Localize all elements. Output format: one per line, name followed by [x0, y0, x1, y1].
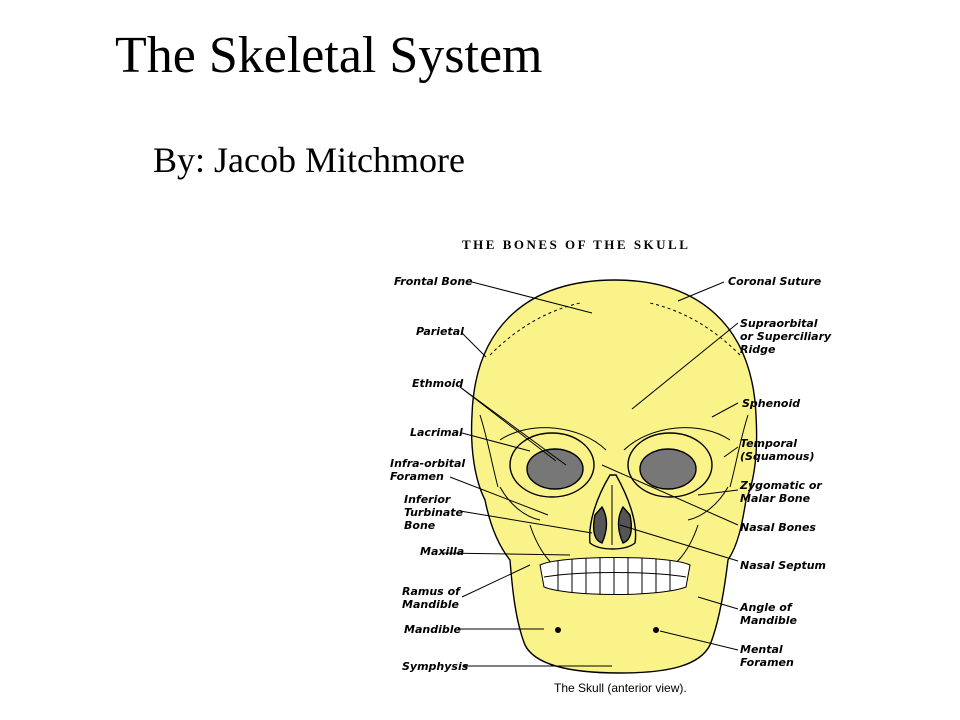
label-nasal-septum: Nasal Septum: [740, 559, 827, 572]
label-ethmoid: Ethmoid: [412, 377, 464, 390]
diagram-caption: The Skull (anterior view).: [554, 681, 687, 695]
label-frontal-bone: Frontal Bone: [394, 275, 473, 288]
slide-subtitle: By: Jacob Mitchmore: [153, 140, 465, 180]
leader-lines: [441, 281, 612, 667]
label-supraorbital-ridge: Supraorbital or Superciliary Ridge: [740, 317, 832, 356]
label-temporal: Temporal (Squamous): [740, 437, 815, 463]
label-inferior-turbinate-bone: Inferior Turbinate Bone: [404, 493, 463, 532]
label-mandible: Mandible: [404, 623, 461, 636]
label-symphysis: Symphysis: [402, 660, 469, 673]
label-sphenoid: Sphenoid: [742, 397, 801, 410]
label-lacrimal: Lacrimal: [410, 426, 463, 439]
teeth: [539, 557, 691, 595]
label-zygomatic-bone: Zygomatic or Malar Bone: [740, 479, 822, 505]
label-parietal: Parietal: [416, 325, 464, 338]
skull-illustration: [441, 279, 758, 674]
diagram-heading: THE BONES OF THE SKULL: [462, 237, 691, 252]
label-nasal-bones: Nasal Bones: [740, 521, 816, 534]
label-angle-of-mandible: Angle of Mandible: [740, 601, 797, 627]
label-maxilla: Maxilla: [420, 545, 465, 558]
slide-title: The Skeletal System: [115, 27, 543, 84]
label-infra-orbital-foramen: Infra-orbital Foramen: [390, 457, 466, 483]
skull-diagram: THE BONES OF THE SKULL Frontal Bone Pari…: [380, 225, 850, 705]
label-mental-foramen: Mental Foramen: [740, 643, 794, 669]
label-coronal-suture: Coronal Suture: [728, 275, 822, 288]
label-ramus-of-mandible: Ramus of Mandible: [402, 585, 460, 611]
